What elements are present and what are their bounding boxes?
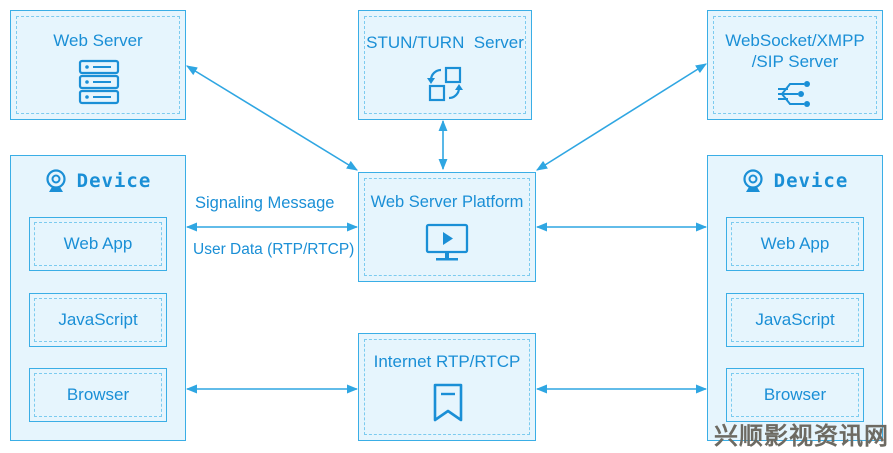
websocket-label-line2: /SIP Server [751, 52, 839, 71]
arrow-webserver-platform [186, 65, 358, 171]
right-device-box: Device Web App JavaScript Browser [707, 155, 883, 441]
stun-turn-label: STUN/TURN Server [366, 33, 524, 52]
internet-rtp-label: Internet RTP/RTCP [373, 352, 521, 371]
user-data-label: User Data (RTP/RTCP) [193, 241, 355, 258]
right-web-app-box: Web App [726, 217, 864, 271]
arrow-websocket-platform [536, 63, 707, 171]
left-browser-box: Browser [29, 368, 167, 422]
platform-title: Web Server Platform [370, 193, 524, 211]
right-browser-label: Browser [763, 385, 827, 404]
left-javascript-label: JavaScript [58, 310, 138, 329]
left-javascript-box: JavaScript [29, 293, 167, 347]
left-device-title: Device [76, 170, 152, 192]
left-device-box: Device Web App JavaScript Browser [10, 155, 186, 441]
left-web-app-box: Web App [29, 217, 167, 271]
network-nodes-icon [778, 81, 810, 107]
websocket-label-line1: WebSocket/XMPP [725, 31, 865, 50]
relay-swap-icon [427, 66, 463, 102]
webcam-icon [46, 169, 66, 192]
right-device-title: Device [773, 170, 849, 192]
left-web-app-label: Web App [63, 234, 133, 253]
left-browser-label: Browser [66, 385, 130, 404]
web-server-platform-box: Web Server Platform [358, 172, 536, 282]
right-javascript-box: JavaScript [726, 293, 864, 347]
bookmark-icon [433, 383, 463, 422]
signaling-message-label: Signaling Message [195, 194, 335, 212]
watermark-text: 兴顺影视资讯网 [714, 422, 889, 450]
webcam-icon [743, 169, 763, 192]
right-javascript-label: JavaScript [755, 310, 835, 329]
websocket-server-box: WebSocket/XMPP /SIP Server [707, 10, 883, 120]
internet-rtp-box: Internet RTP/RTCP [358, 333, 536, 441]
monitor-play-icon [425, 223, 469, 261]
web-server-box: Web Server [10, 10, 186, 120]
server-rack-icon [78, 59, 120, 105]
stun-turn-server-box: STUN/TURN Server [358, 10, 532, 120]
right-browser-box: Browser [726, 368, 864, 422]
web-server-label: Web Server [53, 31, 143, 50]
right-web-app-label: Web App [760, 234, 830, 253]
